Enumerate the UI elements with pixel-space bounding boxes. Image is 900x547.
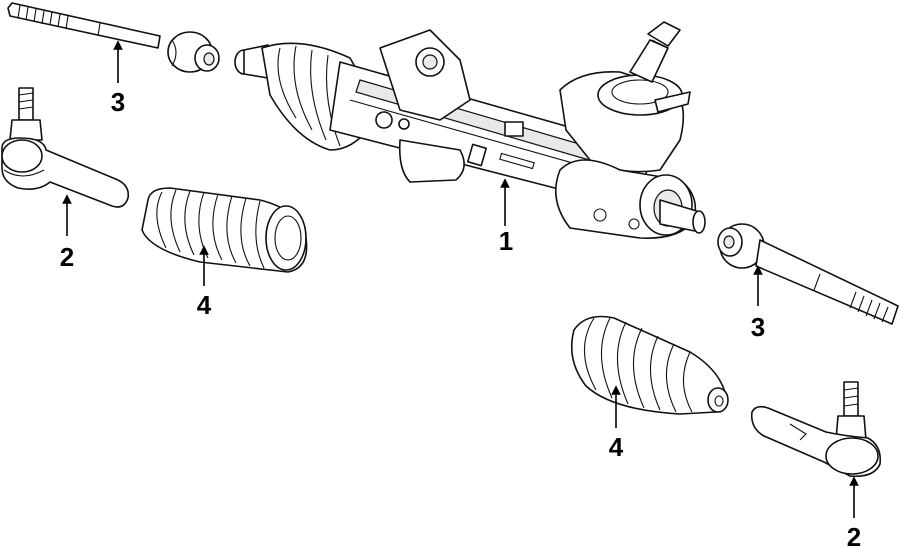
callout-2-left: 2: [60, 194, 74, 272]
callout-3-left-label: 3: [111, 87, 125, 117]
tie-rod-end-right: [750, 381, 882, 478]
callout-3-right: 3: [751, 265, 765, 342]
callout-4-left-label: 4: [197, 290, 212, 320]
callout-4-left: 4: [197, 245, 212, 320]
callout-1: 1: [499, 178, 513, 256]
callout-2-left-label: 2: [60, 242, 74, 272]
callout-4-right-label: 4: [609, 432, 624, 462]
boot-right: [570, 315, 729, 415]
steering-rack: [234, 21, 706, 239]
callout-2-right: 2: [847, 476, 861, 547]
boot-left: [141, 187, 308, 273]
inner-tie-rod-right: [717, 223, 899, 325]
callout-1-label: 1: [499, 226, 513, 256]
callout-2-right-label: 2: [847, 522, 861, 547]
callout-3-left: 3: [111, 40, 125, 117]
callout-3-right-label: 3: [751, 312, 765, 342]
tie-rod-end-left: [1, 87, 130, 208]
callout-4-right: 4: [609, 385, 624, 462]
inner-tie-rod-left: [7, 2, 220, 73]
